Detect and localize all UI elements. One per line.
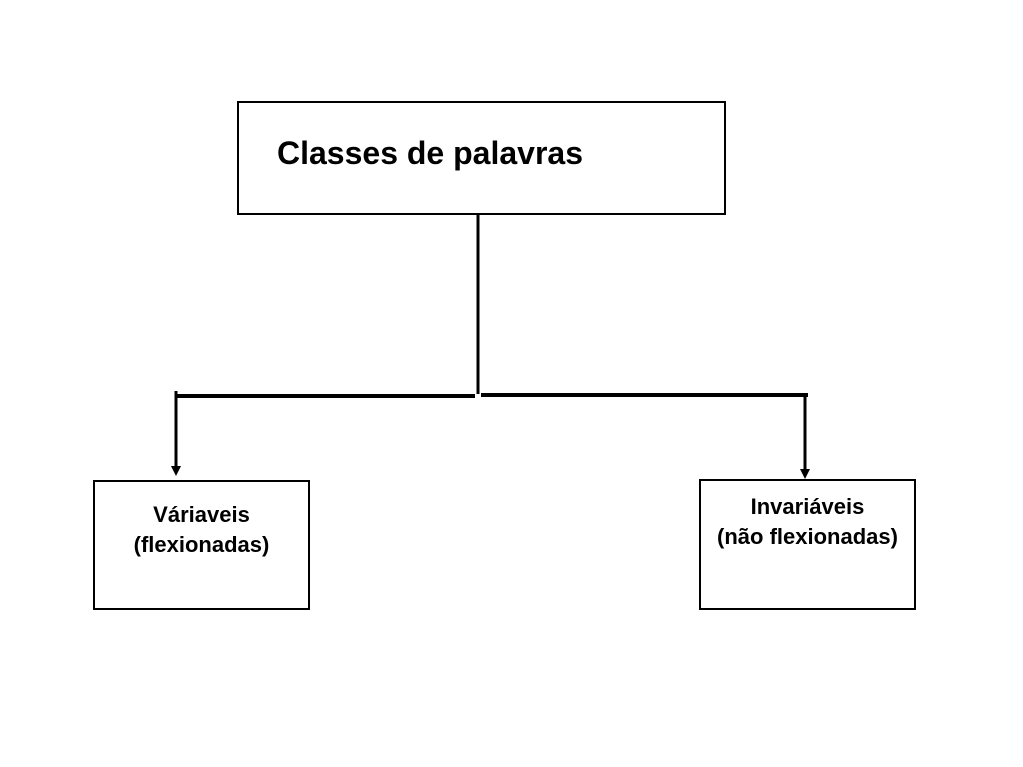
child-node-invariable-subtitle: (não flexionadas): [717, 524, 898, 549]
root-node-box: Classes de palavras: [237, 101, 726, 215]
child-node-invariable: Invariáveis (não flexionadas): [699, 479, 916, 610]
right-arrowhead: [800, 469, 810, 479]
left-arrowhead: [171, 466, 181, 476]
child-node-variable-title: Váriaveis: [153, 502, 250, 527]
root-node-label: Classes de palavras: [277, 135, 583, 171]
child-node-variable-subtitle: (flexionadas): [133, 532, 270, 557]
child-node-invariable-label: Invariáveis (não flexionadas): [701, 492, 914, 552]
child-node-invariable-title: Invariáveis: [750, 494, 865, 519]
child-node-variable: Váriaveis (flexionadas): [93, 480, 310, 610]
child-node-variable-label: Váriaveis (flexionadas): [95, 500, 308, 560]
